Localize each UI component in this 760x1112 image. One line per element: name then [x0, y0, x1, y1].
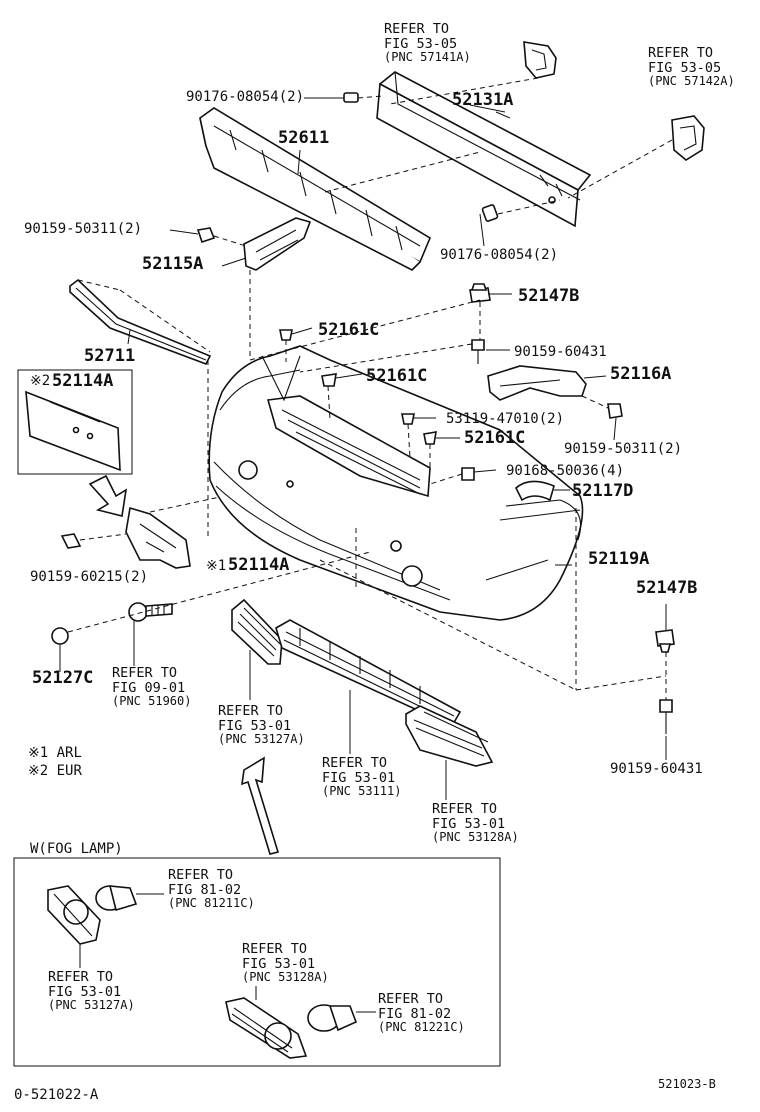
part-52131A: 52131A — [452, 90, 514, 110]
inset-fog-lamp — [13, 857, 501, 1067]
fog-cover-right — [225, 997, 308, 1059]
plate-52114A — [25, 390, 121, 472]
screw-90159-60431-a — [471, 339, 485, 364]
part-52119A: 52119A — [588, 549, 650, 569]
part-52161C-1: 52161C — [318, 320, 380, 340]
part-52161C-3: 52161C — [464, 428, 526, 448]
clip-52161C-a — [279, 329, 293, 341]
clip-52161C-c — [423, 431, 437, 445]
screw-label-90159-50311-a: 90159-50311(2) — [24, 221, 143, 237]
bolt-label-90176-a: 90176-08054(2) — [186, 89, 305, 105]
grille-center-53111 — [275, 619, 462, 728]
bolt-90176-a — [343, 92, 359, 103]
screw-label-90159-50311-b: 90159-50311(2) — [564, 441, 683, 457]
part-52117D: 52117D — [572, 481, 634, 501]
fog-lamp-right — [307, 1004, 358, 1032]
fog-cover-left — [47, 885, 101, 945]
part-52114A-arl: 52114A — [228, 555, 290, 575]
part-52711: 52711 — [84, 346, 136, 366]
bolt-label-90176-b: 90176-08054(2) — [440, 247, 559, 263]
bracket-52116A — [487, 365, 587, 401]
absorber-52611 — [199, 107, 432, 271]
towing-hook — [128, 602, 173, 622]
grille-right-53128A — [405, 705, 494, 767]
screw-label-90159-60215: 90159-60215(2) — [30, 569, 149, 585]
inset-title: W(FOG LAMP) — [30, 841, 123, 857]
clip-label-53119: 53119-47010(2) — [446, 411, 565, 427]
note-arl: ※1 ARL — [28, 745, 82, 761]
footer-right-code: 521023-B — [658, 1077, 716, 1091]
bracket-52114A — [125, 506, 191, 569]
bumper-cover-52119A — [208, 345, 584, 621]
note-eur: ※2 EUR — [28, 763, 82, 779]
arrow-up-icon — [241, 756, 280, 855]
part-52115A: 52115A — [142, 254, 204, 274]
clip-52147B-b — [655, 629, 675, 653]
bracket-57142A — [671, 115, 705, 161]
clip-52161C-b — [321, 373, 337, 387]
part-52147B-top: 52147B — [518, 286, 580, 306]
part-52116A: 52116A — [610, 364, 672, 384]
bracket-52115A — [243, 217, 312, 271]
screw-90159-50311-b — [607, 403, 623, 419]
retainer-52117D — [515, 480, 555, 502]
inset-52114A-eur — [17, 369, 133, 475]
screw-90159-60431-b — [659, 699, 673, 734]
screw-90159-50311-a — [196, 227, 216, 244]
screw-label-90159-60431-a: 90159-60431 — [514, 344, 607, 360]
arrow-down-right-icon — [88, 474, 128, 517]
clip-52147B-a — [469, 283, 491, 303]
cap-52127C — [51, 627, 69, 645]
footer-left-code: 0-521022-A — [14, 1087, 99, 1103]
mark-arl: ※1 — [206, 558, 227, 574]
screw-90159-60215 — [60, 533, 82, 549]
screw-label-90168: 90168-50036(4) — [506, 463, 625, 479]
screw-90168-50036 — [461, 467, 475, 481]
bracket-57141A — [523, 41, 557, 79]
clip-53119-47010 — [401, 413, 415, 425]
bolt-90176-b — [481, 204, 499, 222]
part-52114A-eur: 52114A — [52, 371, 114, 391]
grille-left-53127A — [231, 598, 283, 665]
fog-lamp-left — [95, 885, 138, 912]
part-52127C: 52127C — [32, 668, 94, 688]
mark-eur: ※2 — [30, 373, 51, 389]
part-52611: 52611 — [278, 128, 330, 148]
part-52161C-2: 52161C — [366, 366, 428, 386]
reinforcement-52131A — [376, 71, 592, 228]
part-52147B-right: 52147B — [636, 578, 698, 598]
screw-label-90159-60431-b: 90159-60431 — [610, 761, 703, 777]
